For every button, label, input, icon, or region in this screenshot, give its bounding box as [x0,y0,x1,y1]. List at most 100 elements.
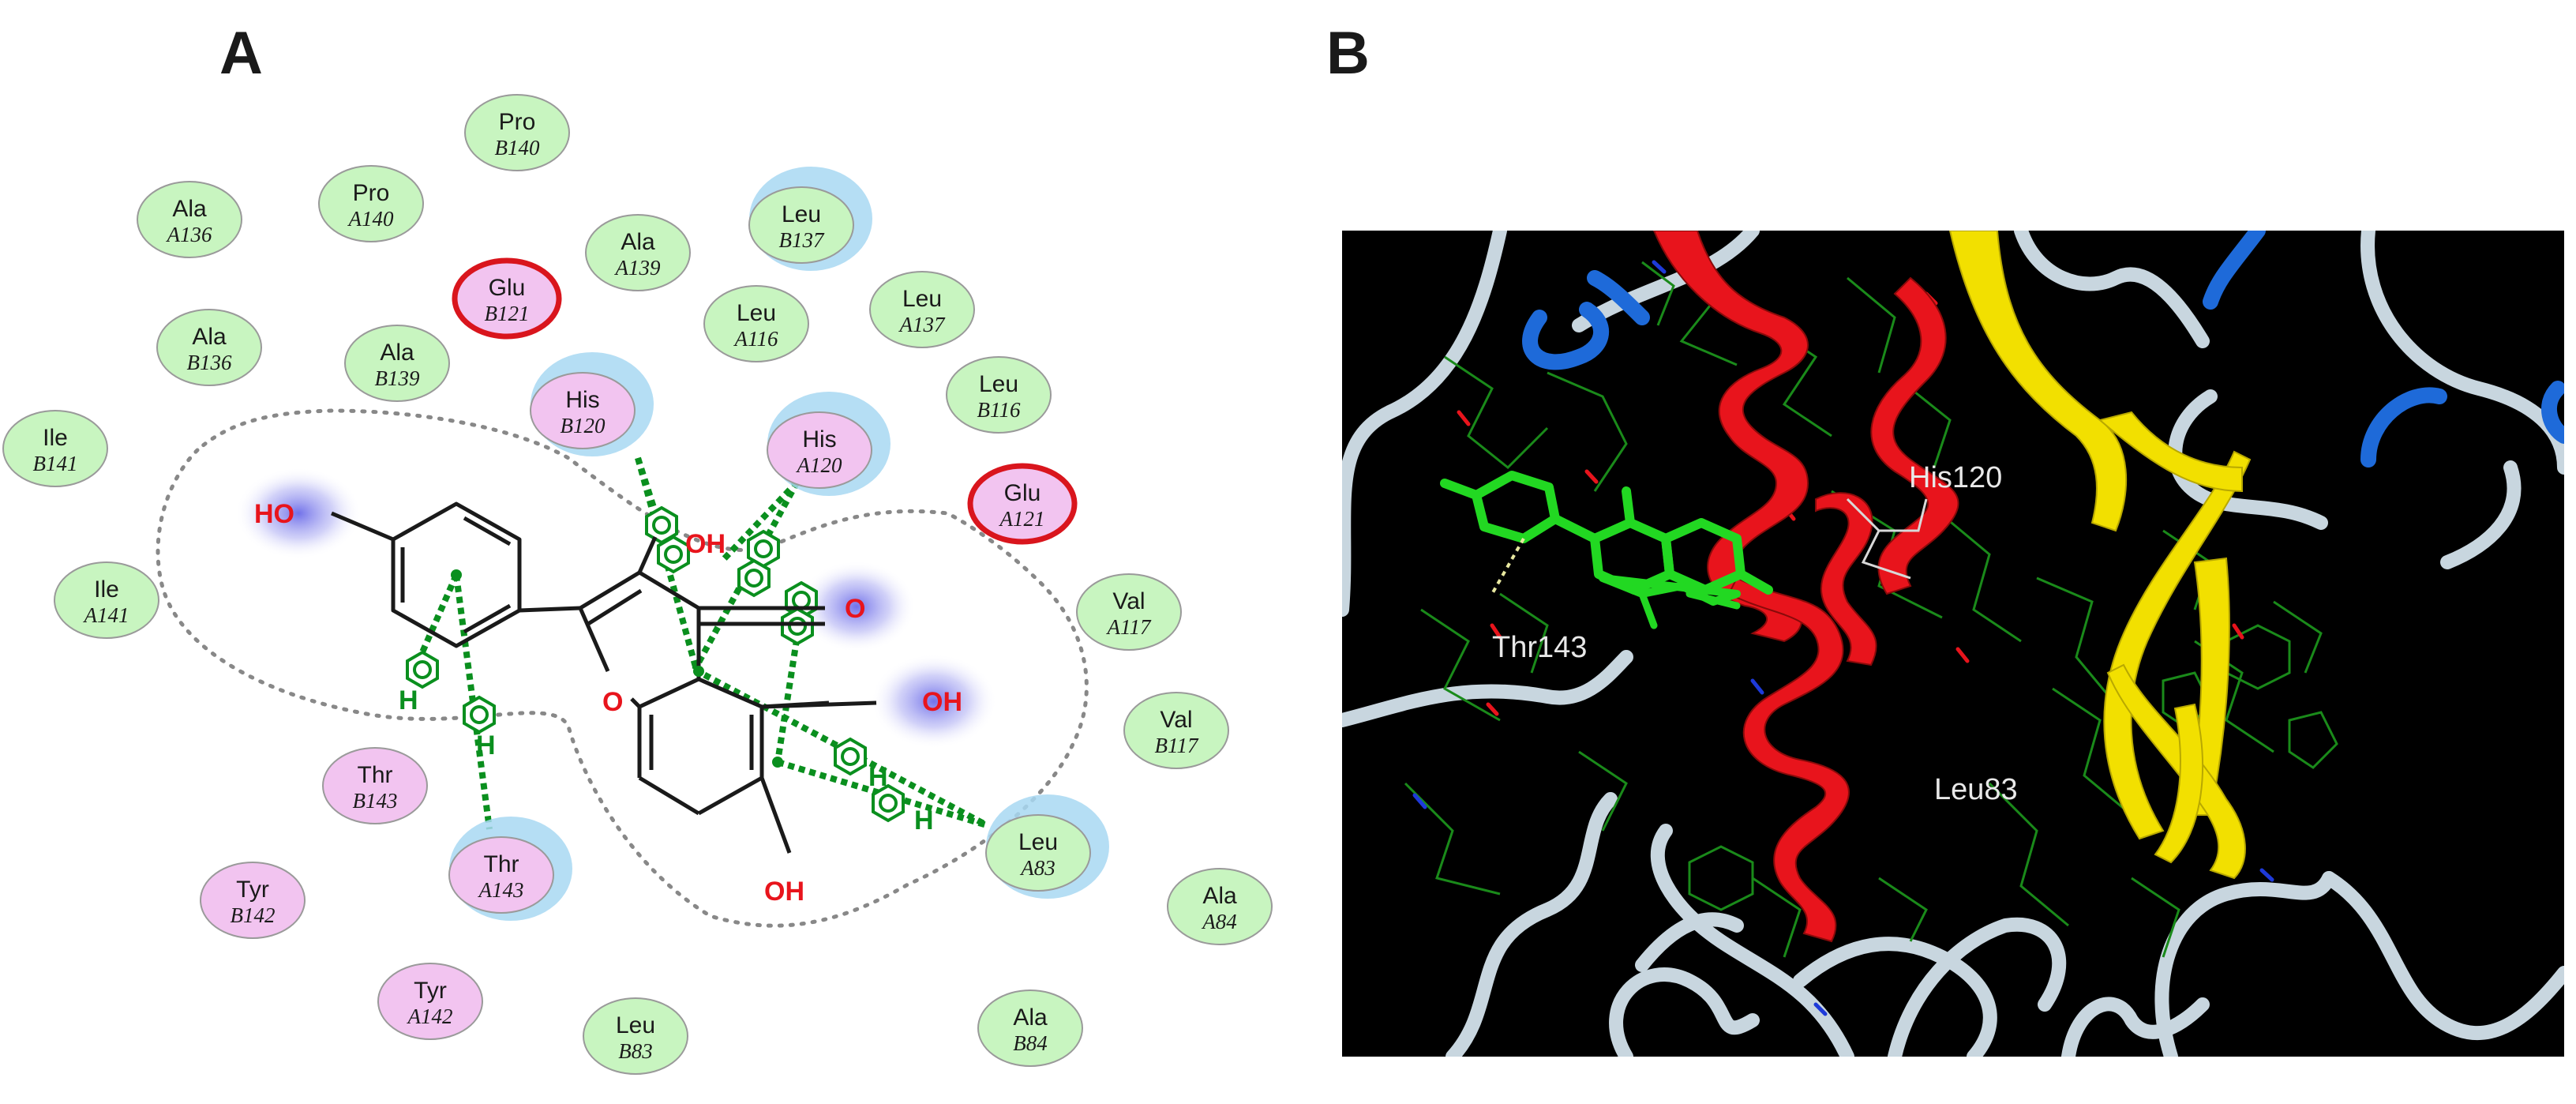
residue-circle [585,214,691,291]
residue-id: A139 [614,256,661,280]
residue-name: Val [1160,707,1192,733]
residue-name: Tyr [414,978,447,1004]
residue-name: Pro [499,109,536,135]
ligand-structure [331,501,877,854]
ligand-sticks [1440,471,1773,629]
residue-name: Thr [358,762,393,788]
blue-turns [1522,231,2564,468]
alpha-helices [1652,231,1959,943]
residue-circle [530,372,636,449]
residue-id: A84 [1201,910,1237,933]
structure-label-thr143: Thr143 [1492,631,1587,664]
residue-name: Leu [616,1012,655,1038]
ring-centroids [451,569,783,768]
residue-circle [1076,573,1182,651]
pi-h-label: H [476,730,496,760]
residue-id: B140 [495,136,540,160]
residue-name: Ala [1013,1004,1048,1031]
pi-h-label: H [399,685,418,715]
residue-id: A141 [83,603,129,627]
residue-name: Tyr [236,877,269,903]
residue-name: Leu [979,371,1018,397]
residue-name: Glu [1004,480,1041,506]
residue-id: A136 [166,223,212,246]
residue-circle [452,257,562,340]
residue-circle [703,285,809,362]
ligand-atoms: HO OH O O OH OH [254,499,962,907]
residue-name: Ala [172,196,207,222]
residue-circle [767,411,872,489]
panel-label-b: B [1326,20,1370,87]
hydrogen-bond [1490,538,1525,595]
residue-id: A83 [1019,856,1056,880]
atom-oh-top: OH [685,529,726,559]
beta-strands [1948,231,2252,880]
residue-name: Ala [192,324,227,350]
residue-id: A143 [478,878,524,902]
residue-name: Ala [621,229,655,255]
residue-circle [985,814,1091,892]
residue-circle [1123,692,1229,769]
residue-id: A120 [796,453,842,477]
his-sidechain [1846,498,1928,580]
structure-panel: His120 Thr143 Leu83 [1342,231,2564,1057]
residue-name: Leu [737,300,776,326]
residue-circle [946,356,1052,434]
residue-circle [2,410,108,487]
atom-oh-left: HO [254,499,294,529]
atom-ketone: O [845,594,865,624]
atom-oh-bottom: OH [764,877,804,907]
residue-circle [1167,868,1273,945]
residue-id: B120 [561,414,606,437]
residue-circle [583,997,688,1075]
structure-label-leu83: Leu83 [1934,773,2018,806]
residue-circle [967,463,1078,545]
residue-name: Leu [902,286,942,312]
residue-name: Ile [94,576,119,603]
residue-circle [869,271,975,348]
residue-circle [322,747,428,824]
residue-name: Pro [353,180,390,206]
panel-label-a: A [219,20,263,87]
residue-id: B84 [1013,1031,1048,1055]
residue-name: Ala [380,340,414,366]
binding-pocket-outline [156,408,1089,928]
pi-ring-glyphs [406,505,905,823]
residue-name: Thr [484,851,519,877]
residue-id: B139 [375,366,420,390]
residue-circle [377,963,483,1040]
pi-h-label: H [868,762,888,792]
residue-id: B143 [353,789,398,813]
atom-ring-o: O [602,687,623,717]
residue-circle [344,325,450,402]
residue-name: Glu [489,275,526,301]
residue-id: A142 [407,1004,453,1028]
residue-id: B137 [779,228,825,252]
residue-name: His [565,387,599,413]
atom-oh-right: OH [922,687,962,717]
pi-h-labels: H H H H [399,685,934,836]
residue-id: A137 [898,313,946,336]
residue-id: A140 [347,207,394,231]
residue-circle [318,165,424,242]
residue-id: B83 [618,1039,653,1063]
solvent-exposure-glows [235,468,997,749]
residue-id: A116 [733,327,778,351]
